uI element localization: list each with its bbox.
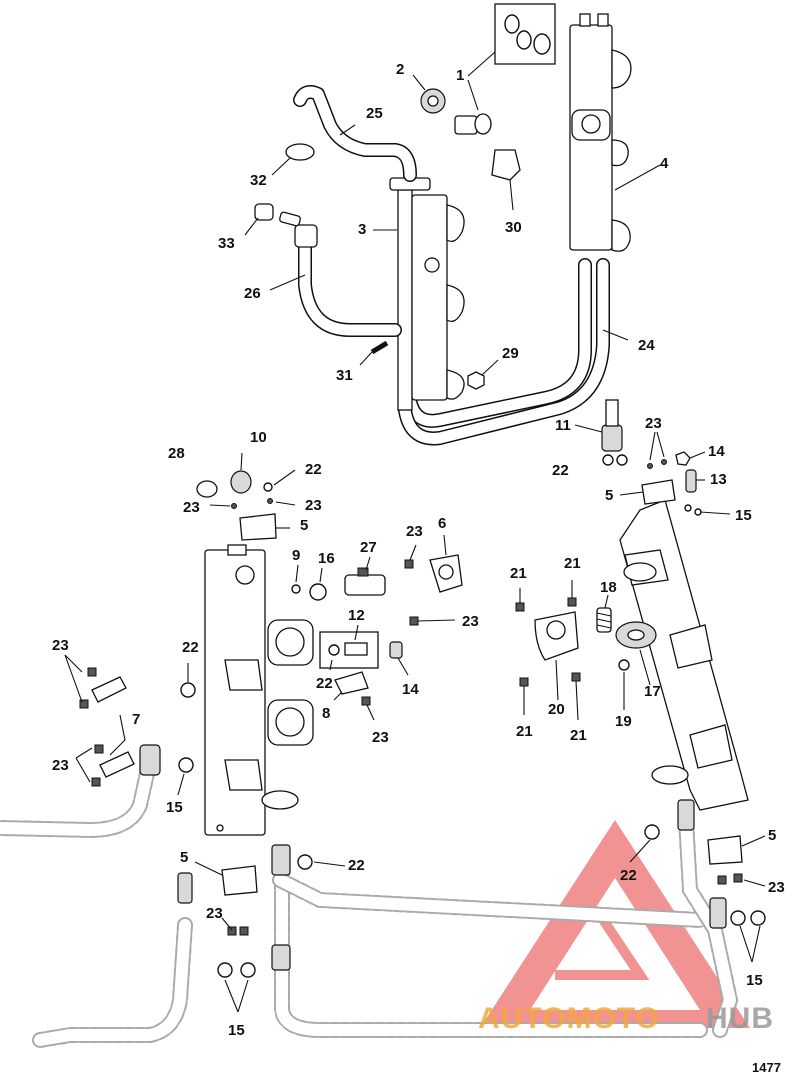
- callout-28: 28: [168, 445, 185, 462]
- callout-32: 32: [250, 172, 267, 189]
- cap-part-10: [230, 470, 252, 494]
- callout-7: 7: [132, 711, 140, 728]
- callout-23d: 23: [406, 523, 423, 540]
- callout-33: 33: [218, 235, 235, 252]
- top-assembly: [254, 3, 632, 446]
- callout-29: 29: [502, 345, 519, 362]
- watermark-text: AUTOMOTO HUB: [478, 1002, 774, 1035]
- plate-part-5-a: [239, 513, 277, 541]
- callout-17: 17: [644, 683, 661, 700]
- callout-5b: 5: [300, 517, 308, 534]
- callout-5c: 5: [768, 827, 776, 844]
- callout-8: 8: [322, 705, 330, 722]
- callout-12: 12: [348, 607, 365, 624]
- callout-22b: 22: [305, 461, 322, 478]
- callout-25: 25: [366, 105, 383, 122]
- callout-26: 26: [244, 285, 261, 302]
- fuel-rail-left-bottom: [204, 549, 266, 836]
- callout-31: 31: [336, 367, 353, 384]
- callout-23c: 23: [305, 497, 322, 514]
- callout-22a: 22: [552, 462, 569, 479]
- callout-15d: 15: [228, 1022, 245, 1039]
- callout-1: 1: [456, 67, 464, 84]
- callout-30: 30: [505, 219, 522, 236]
- bracket-part-30: [491, 149, 521, 181]
- injector-part-27: [344, 574, 386, 596]
- callout-22d: 22: [182, 639, 199, 656]
- sensor-part-1: [454, 115, 478, 135]
- callout-18: 18: [600, 579, 617, 596]
- callout-24: 24: [638, 337, 655, 354]
- callout-16: 16: [318, 550, 335, 567]
- callout-labels: 1 2 3 4 25 32 30 33 26 31 29 24 11 23 14…: [52, 61, 785, 1039]
- bracket-part-7-b: [99, 751, 135, 778]
- bracket-part-7-a: [91, 676, 127, 703]
- cap-part-33: [254, 203, 274, 221]
- callout-22e: 22: [620, 867, 637, 884]
- callout-21d: 21: [570, 727, 587, 744]
- leader-lines: [64, 51, 766, 1013]
- watermark-logo: [480, 820, 750, 1028]
- callout-5a: 5: [605, 487, 613, 504]
- oring-kit-box: [494, 3, 556, 65]
- bottom-hoses: [0, 744, 739, 1048]
- fitting-part-11: [601, 424, 623, 452]
- callout-14b: 14: [402, 681, 419, 698]
- nut-part-29: [467, 371, 485, 390]
- callout-22f: 22: [348, 857, 365, 874]
- callout-15a: 15: [735, 507, 752, 524]
- callout-13: 13: [710, 471, 727, 488]
- callout-27: 27: [360, 539, 377, 556]
- fuel-rail-left-top: [397, 189, 413, 411]
- callout-23b: 23: [183, 499, 200, 516]
- callout-21c: 21: [516, 723, 533, 740]
- callout-2: 2: [396, 61, 404, 78]
- callout-22c: 22: [316, 675, 333, 692]
- callout-15c: 15: [746, 972, 763, 989]
- callout-21b: 21: [564, 555, 581, 572]
- callout-23a: 23: [645, 415, 662, 432]
- figure-number: 1477: [752, 1060, 781, 1075]
- callout-19: 19: [615, 713, 632, 730]
- callout-23j: 23: [206, 905, 223, 922]
- clamp-part-32: [285, 143, 315, 161]
- callout-14a: 14: [708, 443, 725, 460]
- callout-23e: 23: [462, 613, 479, 630]
- right-rail-assembly: [515, 399, 766, 926]
- callout-11: 11: [555, 417, 571, 434]
- left-rail-assembly: [79, 470, 463, 836]
- callout-23h: 23: [52, 757, 69, 774]
- callout-20: 20: [548, 701, 565, 718]
- watermark-brand-right: HUB: [706, 1002, 774, 1035]
- callout-23i: 23: [768, 879, 785, 896]
- callout-6: 6: [438, 515, 446, 532]
- callout-4: 4: [660, 155, 669, 172]
- seal-part-28: [196, 480, 218, 498]
- callout-23g: 23: [52, 637, 69, 654]
- callout-5d: 5: [180, 849, 188, 866]
- watermark-brand-left: AUTOMOTO: [478, 1002, 660, 1035]
- callout-21a: 21: [510, 565, 527, 582]
- callout-3: 3: [358, 221, 366, 238]
- callout-9: 9: [292, 547, 300, 564]
- callout-23f: 23: [372, 729, 389, 746]
- callout-10: 10: [250, 429, 267, 446]
- callout-15b: 15: [166, 799, 183, 816]
